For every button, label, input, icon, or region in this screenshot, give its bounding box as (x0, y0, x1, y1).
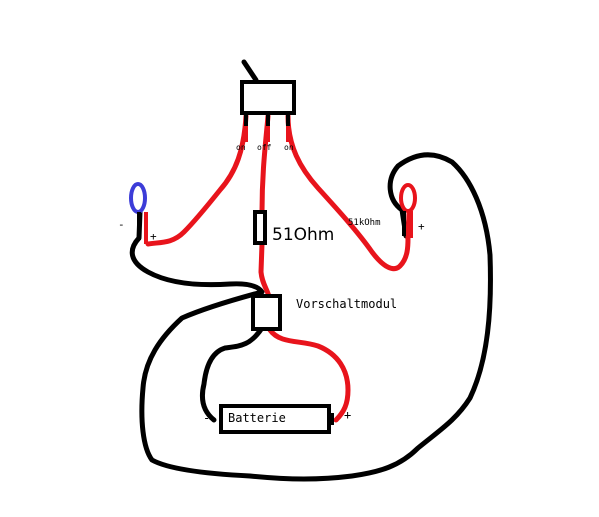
black-wire-module-battery (199, 325, 265, 423)
led-left-plus-label: + (150, 230, 157, 243)
battery: Batterie - + (203, 404, 351, 434)
resistor-51ohm-body (253, 210, 267, 245)
switch-label-off: off (257, 143, 272, 152)
red-wires (145, 113, 412, 423)
battery-terminal (329, 413, 334, 425)
resistor-51ohm-label: 51Ohm (272, 225, 334, 245)
led-left: - + (118, 182, 157, 244)
switch-label-on-right: on (284, 143, 294, 152)
black-wires (129, 59, 493, 482)
switch-body (240, 80, 296, 115)
toggle-switch: on off on (236, 80, 296, 152)
switch-lever (241, 59, 259, 83)
led-left-bulb (129, 182, 147, 214)
vorschaltmodul-body (251, 294, 282, 331)
resistor-51ohm: 51Ohm (253, 210, 334, 245)
battery-minus-label: - (203, 411, 210, 425)
battery-body (219, 404, 331, 434)
led-right-plus-label: + (418, 220, 425, 233)
led-right: + (399, 183, 425, 238)
resistor-51kohm-label: 51kOhm (348, 218, 381, 228)
black-wire-main-loop (129, 152, 493, 482)
switch-label-on-left: on (236, 143, 246, 152)
vorschaltmodul-label: Vorschaltmodul (296, 297, 397, 311)
led-right-bulb (399, 183, 417, 213)
led-left-minus-label: - (118, 218, 125, 231)
red-wire-module-battery (267, 327, 351, 423)
battery-label: Batterie (228, 411, 286, 425)
red-wire-switch-right-led (285, 113, 412, 272)
battery-plus-label: + (344, 408, 351, 422)
red-wire-switch-left-led (145, 113, 249, 247)
vorschaltmodul: Vorschaltmodul (251, 294, 397, 331)
